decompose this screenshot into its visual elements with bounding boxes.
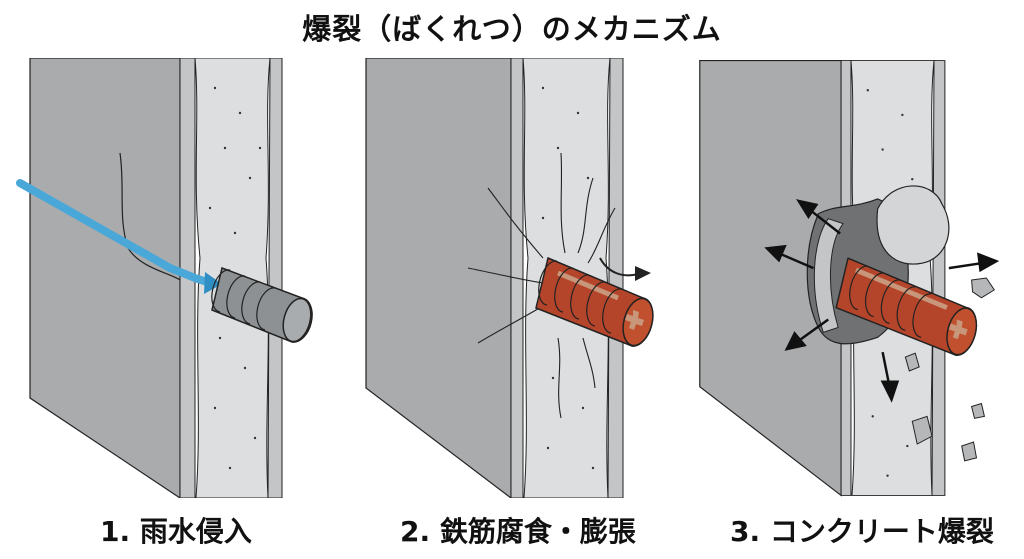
concrete-fragment-icon [876,185,950,265]
caption-step-2: 2. 鉄筋腐食・膨張 [400,515,636,548]
concrete-fragment-icon [904,277,995,462]
diagram-title: 爆裂（ばくれつ）のメカニズム [302,12,722,46]
burst-arrow-icon [764,199,1000,403]
wall-section-illustration [16,58,313,498]
wall-section-illustration [699,59,1000,497]
water-arrow-icon [16,179,214,287]
panel-rainwater-intrusion [10,58,350,498]
wall-section-illustration [365,58,654,498]
panel-concrete-spalling [680,58,1020,498]
rusted-rebar-icon [535,256,654,347]
rusted-rebar-icon [835,257,978,356]
rebar-icon [211,266,313,343]
crack-icon [467,152,616,419]
caption-step-1: 1. 雨水侵入 [100,515,252,548]
caption-step-3: 3. コンクリート爆裂 [730,515,994,548]
expansion-arrow-icon [599,257,639,277]
panel-rebar-corrosion [343,58,683,498]
